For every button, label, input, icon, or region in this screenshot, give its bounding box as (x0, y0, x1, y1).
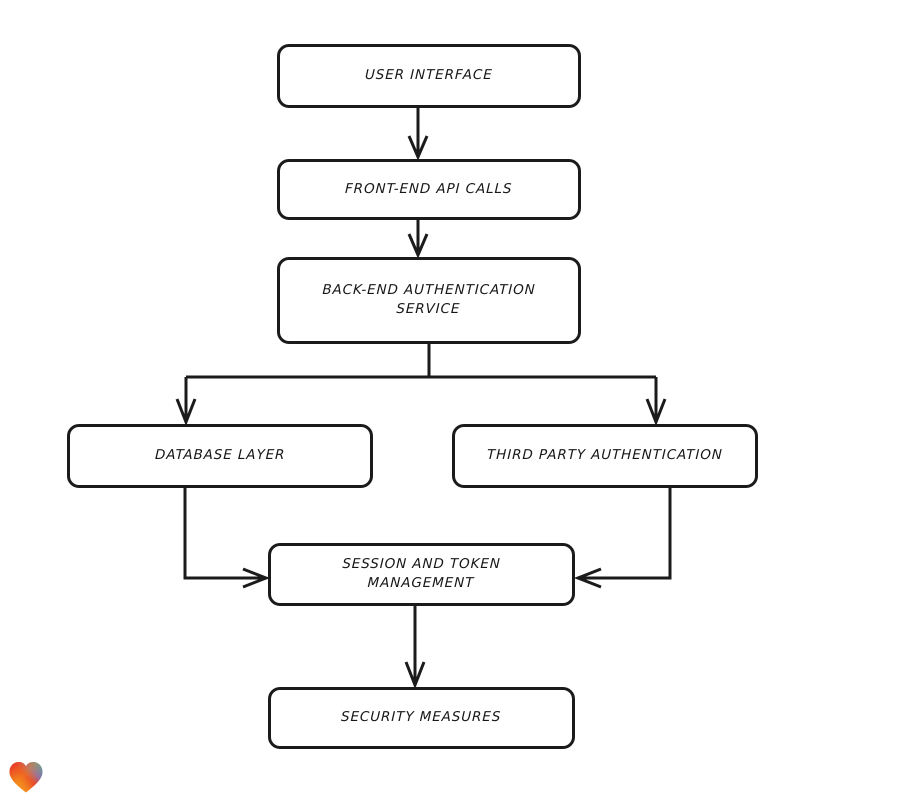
node-database-layer-label: DATABASE LAYER (154, 447, 286, 464)
edge-user-interface-to-frontend-api (407, 108, 429, 161)
node-user-interface-label: USER INTERFACE (364, 67, 494, 84)
edge-third-party-auth-to-session-token (573, 488, 672, 589)
edge-backend-auth-to-third-party-auth (645, 377, 667, 427)
node-frontend-api-calls[interactable]: FRONT-END API CALLS (277, 159, 581, 220)
node-database-layer[interactable]: DATABASE LAYER (67, 424, 373, 488)
edge-backend-auth-split-bar (186, 344, 656, 379)
node-session-and-token-management[interactable]: SESSION AND TOKEN MANAGEMENT (268, 543, 575, 606)
node-backend-authentication-service[interactable]: BACK-END AUTHENTICATION SERVICE (277, 257, 581, 344)
heart-icon (9, 762, 43, 793)
node-third-party-authentication-label: THIRD PARTY AUTHENTICATION (486, 447, 724, 464)
node-frontend-api-calls-label: FRONT-END API CALLS (345, 180, 514, 197)
edge-database-layer-to-session-token (183, 488, 271, 589)
edge-session-token-to-security (404, 606, 426, 690)
edge-backend-auth-to-database-layer (175, 377, 197, 427)
node-security-measures-label: SECURITY MEASURES (341, 709, 502, 726)
node-session-and-token-management-label: SESSION AND TOKEN MANAGEMENT (342, 556, 502, 592)
node-user-interface[interactable]: USER INTERFACE (277, 44, 581, 108)
node-third-party-authentication[interactable]: THIRD PARTY AUTHENTICATION (452, 424, 758, 488)
node-backend-authentication-service-label: BACK-END AUTHENTICATION SERVICE (322, 282, 537, 318)
edge-frontend-api-to-backend-auth (407, 220, 429, 259)
node-security-measures[interactable]: SECURITY MEASURES (268, 687, 575, 749)
